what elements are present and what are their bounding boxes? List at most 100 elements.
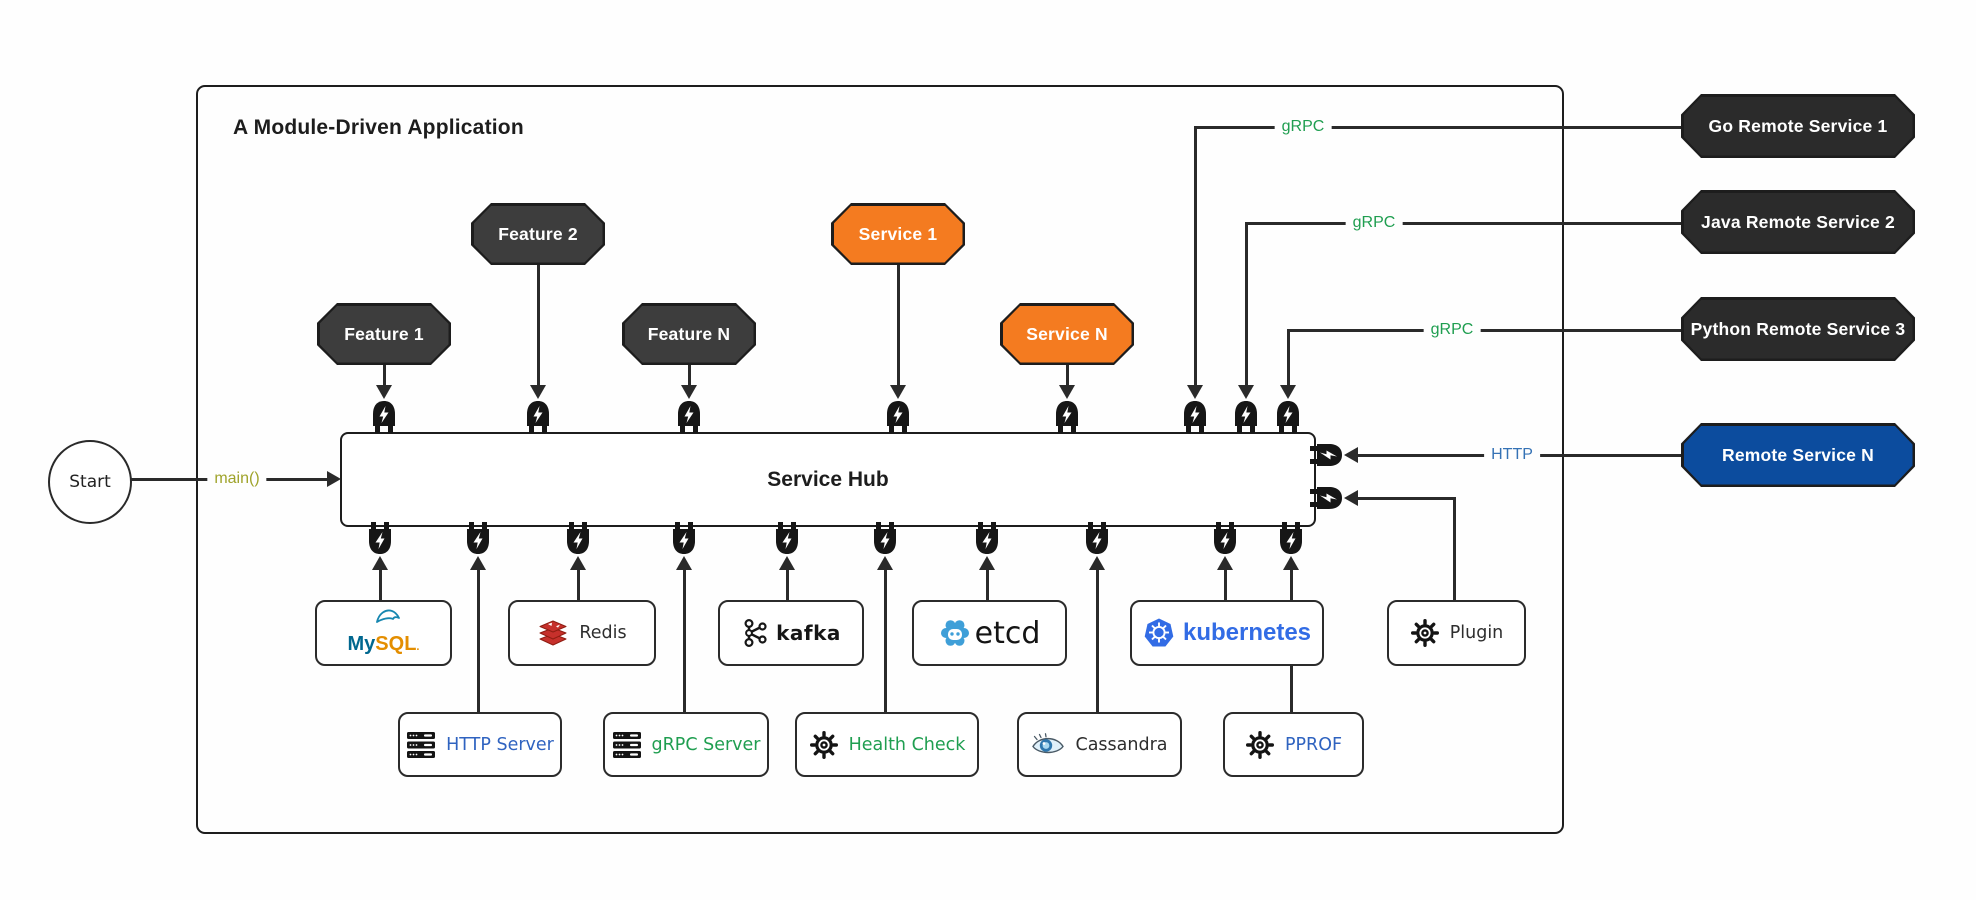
http-server-label: HTTP Server bbox=[446, 734, 554, 755]
edge-health-check-line bbox=[884, 570, 887, 712]
arrowhead-cassandra-icon bbox=[1089, 556, 1105, 570]
edge-feature2-line bbox=[537, 265, 540, 388]
node-redis: Redis bbox=[508, 600, 656, 666]
node-go-remote-service-1: Go Remote Service 1 bbox=[1681, 94, 1915, 158]
node-kafka: kafka bbox=[718, 600, 864, 666]
plug-icon bbox=[1310, 487, 1342, 509]
edge-grpc-java-vline bbox=[1245, 222, 1248, 388]
arrowhead-http-server-icon bbox=[470, 556, 486, 570]
edge-service1-line bbox=[897, 265, 900, 388]
node-cassandra: Cassandra bbox=[1017, 712, 1182, 777]
edge-kafka-line bbox=[786, 570, 789, 600]
node-feature-n-label: Feature N bbox=[647, 323, 731, 344]
gear-icon bbox=[1245, 730, 1274, 759]
node-java-remote-service-2: Java Remote Service 2 bbox=[1681, 190, 1915, 254]
node-java-remote-service-2-label: Java Remote Service 2 bbox=[1701, 211, 1895, 232]
node-service-1-label: Service 1 bbox=[858, 223, 938, 244]
arrowhead-kubernetes-icon bbox=[1217, 556, 1233, 570]
etcd-logo-icon bbox=[940, 620, 969, 646]
node-go-remote-service-1-label: Go Remote Service 1 bbox=[1708, 115, 1888, 136]
arrowhead-redis-icon bbox=[570, 556, 586, 570]
plug-icon bbox=[678, 401, 700, 433]
node-http-server: HTTP Server bbox=[398, 712, 562, 777]
edge-label-grpc-java: gRPC bbox=[1345, 214, 1403, 232]
plug-icon bbox=[1214, 522, 1236, 554]
edge-feature1-line bbox=[383, 365, 386, 388]
edge-grpc-go-hline bbox=[1195, 126, 1681, 129]
cassandra-label: Cassandra bbox=[1075, 734, 1168, 755]
plug-icon bbox=[1056, 401, 1078, 433]
health-check-label: Health Check bbox=[848, 734, 966, 755]
node-mysql: MySQL. bbox=[315, 600, 452, 666]
mysql-wordmark-prefix: My bbox=[347, 633, 376, 655]
edge-grpc-server-line bbox=[683, 570, 686, 712]
arrowhead-featureN-icon bbox=[681, 385, 697, 399]
edge-label-main: main() bbox=[207, 470, 267, 488]
node-python-remote-service-3-label: Python Remote Service 3 bbox=[1690, 318, 1906, 339]
edge-cassandra-line bbox=[1096, 570, 1099, 712]
diagram-title: A Module-Driven Application bbox=[233, 116, 524, 139]
arrowhead-etcd-icon bbox=[979, 556, 995, 570]
plug-icon bbox=[467, 522, 489, 554]
service-hub-node: Service Hub bbox=[340, 432, 1316, 527]
service-hub-label: Service Hub bbox=[767, 467, 889, 491]
redis-logo-icon bbox=[539, 620, 567, 646]
mysql-wordmark-tm: . bbox=[416, 641, 420, 653]
node-pprof: PPROF bbox=[1223, 712, 1364, 777]
arrowhead-grpc-go-icon bbox=[1187, 385, 1203, 399]
plug-icon bbox=[1310, 444, 1342, 466]
plug-icon bbox=[874, 522, 896, 554]
mysql-dolphin-icon bbox=[376, 609, 400, 623]
arrowhead-feature2-icon bbox=[530, 385, 546, 399]
edge-http-server-line bbox=[477, 570, 480, 712]
arrowhead-kafka-icon bbox=[779, 556, 795, 570]
arrowhead-feature1-icon bbox=[376, 385, 392, 399]
start-node: Start bbox=[48, 440, 132, 524]
edge-kubernetes-line bbox=[1224, 570, 1227, 600]
node-service-n: Service N bbox=[1000, 303, 1134, 365]
pprof-label: PPROF bbox=[1284, 734, 1343, 755]
edge-label-grpc-go: gRPC bbox=[1274, 118, 1332, 136]
edge-serviceN-line bbox=[1066, 365, 1069, 388]
start-label: Start bbox=[69, 472, 111, 492]
edge-grpc-java-hline bbox=[1246, 222, 1681, 225]
plug-icon bbox=[527, 401, 549, 433]
etcd-label: etcd bbox=[974, 615, 1041, 651]
edge-grpc-python-vline bbox=[1287, 329, 1290, 388]
edge-plugin-hline bbox=[1358, 497, 1455, 500]
node-feature-1: Feature 1 bbox=[317, 303, 451, 365]
node-service-n-label: Service N bbox=[1026, 323, 1108, 344]
node-feature-2-label: Feature 2 bbox=[498, 223, 578, 244]
arrowhead-health-check-icon bbox=[877, 556, 893, 570]
gear-icon bbox=[1410, 619, 1439, 647]
arrowhead-service1-icon bbox=[890, 385, 906, 399]
edge-grpc-python-hline bbox=[1288, 329, 1681, 332]
arrowhead-main-icon bbox=[327, 471, 341, 487]
plug-icon bbox=[1277, 401, 1299, 433]
kubernetes-label: kubernetes bbox=[1182, 619, 1312, 646]
node-remote-service-n-label: Remote Service N bbox=[1721, 444, 1875, 465]
server-stack-icon bbox=[407, 731, 436, 758]
mysql-wordmark-suffix: SQL bbox=[375, 633, 417, 655]
edge-featureN-line bbox=[688, 365, 691, 388]
plug-icon bbox=[373, 401, 395, 433]
node-feature-1-label: Feature 1 bbox=[344, 323, 424, 344]
arrowhead-grpc-java-icon bbox=[1238, 385, 1254, 399]
node-feature-n: Feature N bbox=[622, 303, 756, 365]
edge-label-http: HTTP bbox=[1484, 446, 1540, 464]
plug-icon bbox=[776, 522, 798, 554]
mysql-wordmark: MySQL. bbox=[317, 633, 450, 656]
gear-icon bbox=[809, 730, 838, 759]
node-remote-service-n: Remote Service N bbox=[1681, 423, 1915, 487]
node-kubernetes: kubernetes bbox=[1130, 600, 1324, 666]
arrowhead-serviceN-icon bbox=[1059, 385, 1075, 399]
arrowhead-grpc-python-icon bbox=[1280, 385, 1296, 399]
grpc-server-label: gRPC Server bbox=[651, 734, 761, 755]
node-plugin: Plugin bbox=[1387, 600, 1526, 666]
plug-icon bbox=[887, 401, 909, 433]
node-etcd: etcd bbox=[912, 600, 1067, 666]
plug-icon bbox=[1235, 401, 1257, 433]
plug-icon bbox=[1280, 522, 1302, 554]
edge-mysql-line bbox=[379, 570, 382, 600]
